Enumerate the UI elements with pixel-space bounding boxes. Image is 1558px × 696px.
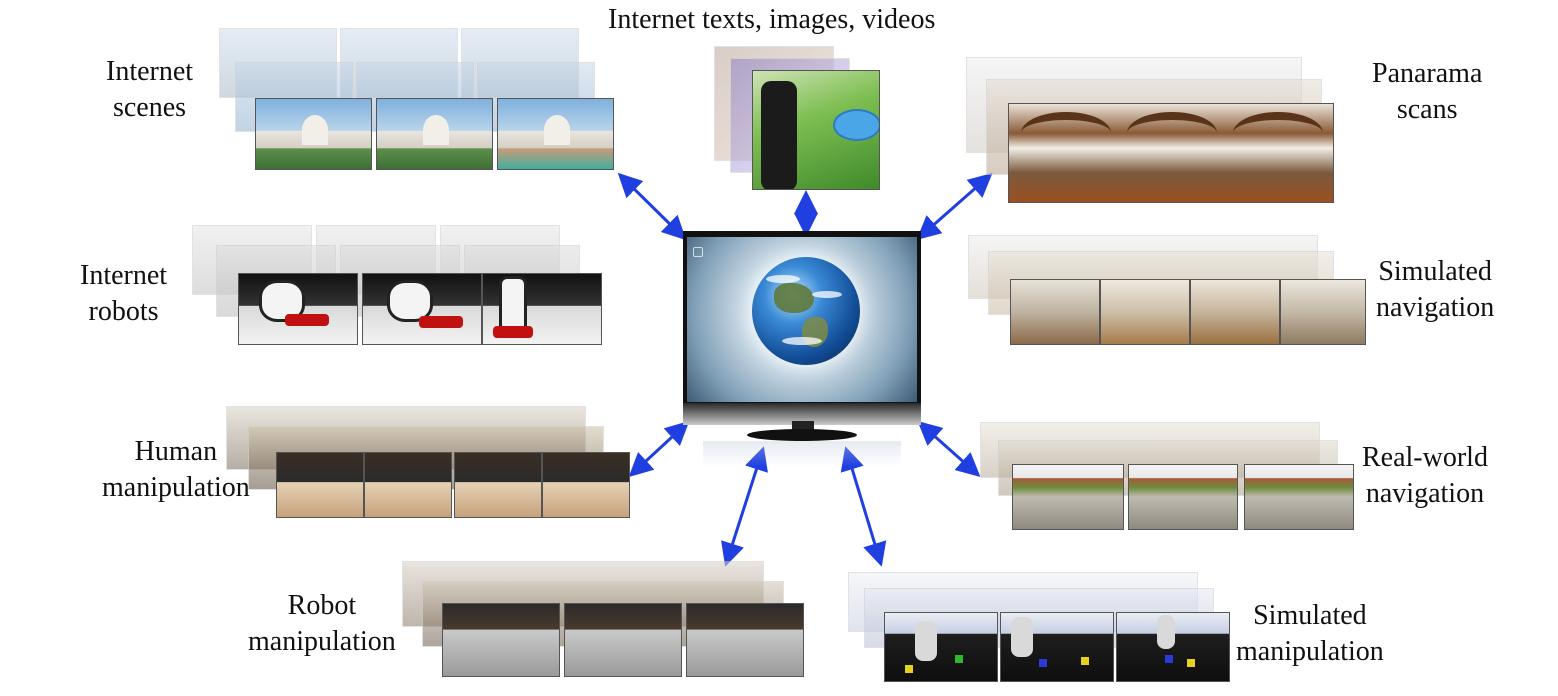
robot-frame-2 bbox=[362, 273, 482, 345]
arrow-panorama bbox=[916, 173, 993, 240]
arrow-internet-scenes bbox=[617, 172, 687, 241]
frisbee-image bbox=[752, 70, 880, 190]
simulated-manipulation-stack bbox=[848, 572, 1232, 684]
internet-robots-stack bbox=[192, 225, 604, 347]
robot-frame-1 bbox=[238, 273, 358, 345]
label-internet-scenes: Internet scenes bbox=[106, 56, 194, 123]
sim-manip-frame-1 bbox=[884, 612, 998, 682]
label-panorama-scans: Panarama scans bbox=[1372, 58, 1483, 125]
taj-mahal-frame-2 bbox=[376, 98, 493, 170]
panorama-room bbox=[1008, 103, 1334, 203]
arrow-human-manip bbox=[628, 420, 690, 478]
robot-manip-frame-2 bbox=[564, 603, 682, 677]
label-simulated-manipulation: Simulated manipulation bbox=[1236, 600, 1384, 667]
world-model-monitor bbox=[683, 231, 921, 467]
label-internet-texts: Internet texts, images, videos bbox=[608, 4, 936, 35]
human-frame-3 bbox=[454, 452, 542, 518]
real-nav-frame-3 bbox=[1244, 464, 1354, 530]
robot-manip-frame-3 bbox=[686, 603, 804, 677]
real-world-navigation-stack bbox=[980, 422, 1356, 532]
sim-nav-frame-2 bbox=[1100, 279, 1190, 345]
taj-mahal-frame-1 bbox=[255, 98, 372, 170]
monitor-reflection bbox=[703, 441, 901, 467]
pen-icon bbox=[693, 247, 703, 257]
human-frame-4 bbox=[542, 452, 630, 518]
robot-manip-frame-1 bbox=[442, 603, 560, 677]
monitor-stand-base bbox=[747, 429, 857, 441]
taj-mahal-frame-3 bbox=[497, 98, 614, 170]
monitor-bezel bbox=[683, 403, 921, 425]
panorama-stack bbox=[966, 57, 1366, 205]
arrow-real-world-nav bbox=[917, 421, 981, 477]
label-real-world-navigation: Real-world navigation bbox=[1362, 442, 1488, 509]
simulated-navigation-stack bbox=[968, 235, 1368, 347]
internet-media-stack bbox=[714, 46, 882, 194]
human-frame-2 bbox=[364, 452, 452, 518]
sim-manip-frame-3 bbox=[1116, 612, 1230, 682]
robot-frame-3 bbox=[482, 273, 602, 345]
label-human-manipulation: Human manipulation bbox=[102, 436, 250, 503]
real-nav-frame-1 bbox=[1012, 464, 1124, 530]
sim-nav-frame-4 bbox=[1280, 279, 1366, 345]
robot-manipulation-stack bbox=[402, 561, 812, 679]
arrow-sim-manip bbox=[840, 446, 887, 567]
internet-scenes-stack bbox=[219, 28, 619, 173]
sim-nav-frame-1 bbox=[1010, 279, 1100, 345]
sim-nav-frame-3 bbox=[1190, 279, 1280, 345]
label-robot-manipulation: Robot manipulation bbox=[248, 590, 396, 657]
arrow-robot-manip bbox=[721, 446, 768, 567]
earth-globe-icon bbox=[752, 257, 860, 365]
human-manipulation-stack bbox=[226, 406, 632, 520]
monitor-screen bbox=[683, 231, 921, 411]
human-frame-1 bbox=[276, 452, 364, 518]
label-internet-robots: Internet robots bbox=[80, 260, 168, 327]
label-simulated-navigation: Simulated navigation bbox=[1376, 256, 1495, 323]
sim-manip-frame-2 bbox=[1000, 612, 1114, 682]
real-nav-frame-2 bbox=[1128, 464, 1238, 530]
